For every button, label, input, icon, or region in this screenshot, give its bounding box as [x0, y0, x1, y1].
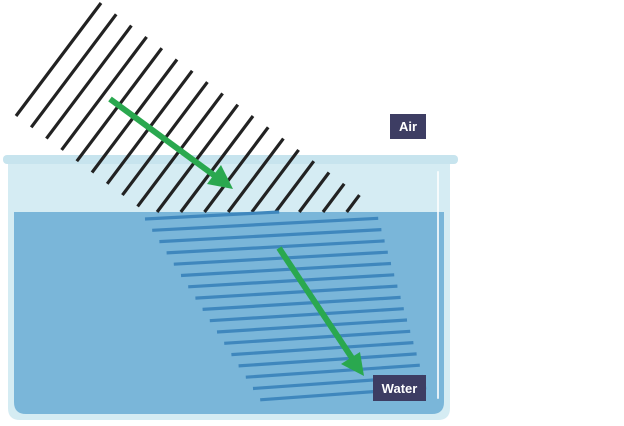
wavefront-air — [60, 35, 148, 151]
wavefront-water — [166, 239, 385, 255]
wavefront-water — [159, 228, 382, 244]
wavefront-air — [274, 160, 316, 213]
arrow-icon — [207, 165, 233, 189]
wavefront-water — [180, 261, 392, 278]
wavefront-water — [188, 273, 395, 289]
incident-arrow — [108, 96, 233, 189]
wavefront-water — [195, 284, 398, 300]
wavefront-air — [179, 115, 255, 213]
arrow-icon — [341, 352, 364, 376]
wavefront-water — [173, 250, 388, 266]
wavefront-water — [231, 341, 414, 357]
wavefront-air — [226, 137, 285, 213]
water-label-text: Water — [382, 381, 418, 396]
wavefront-air — [298, 171, 331, 213]
wavefront-water — [209, 307, 404, 323]
water-body — [14, 212, 444, 414]
wavefront-air — [250, 148, 300, 213]
wavefront-air — [45, 24, 133, 140]
wavefront-water — [144, 210, 280, 221]
air-label-text: Air — [399, 119, 417, 134]
wavefront-water — [238, 352, 417, 368]
wavefront-air — [155, 103, 240, 213]
wavefront-air — [203, 126, 270, 213]
wavefront-air — [321, 182, 346, 213]
wavefront-water — [152, 216, 379, 232]
wavefront-water — [202, 295, 401, 311]
wavefront-air — [14, 2, 103, 117]
water-label: Water — [373, 375, 426, 401]
wavefront-water — [216, 318, 408, 334]
wavefront-air — [29, 13, 118, 129]
air-label: Air — [390, 114, 426, 139]
wavefront-water — [245, 363, 420, 379]
wavefront-water — [224, 329, 411, 345]
refracted-arrow — [276, 246, 364, 376]
water-wavefronts — [144, 210, 427, 402]
tank-rim — [3, 155, 458, 164]
wavefront-air — [345, 194, 361, 213]
